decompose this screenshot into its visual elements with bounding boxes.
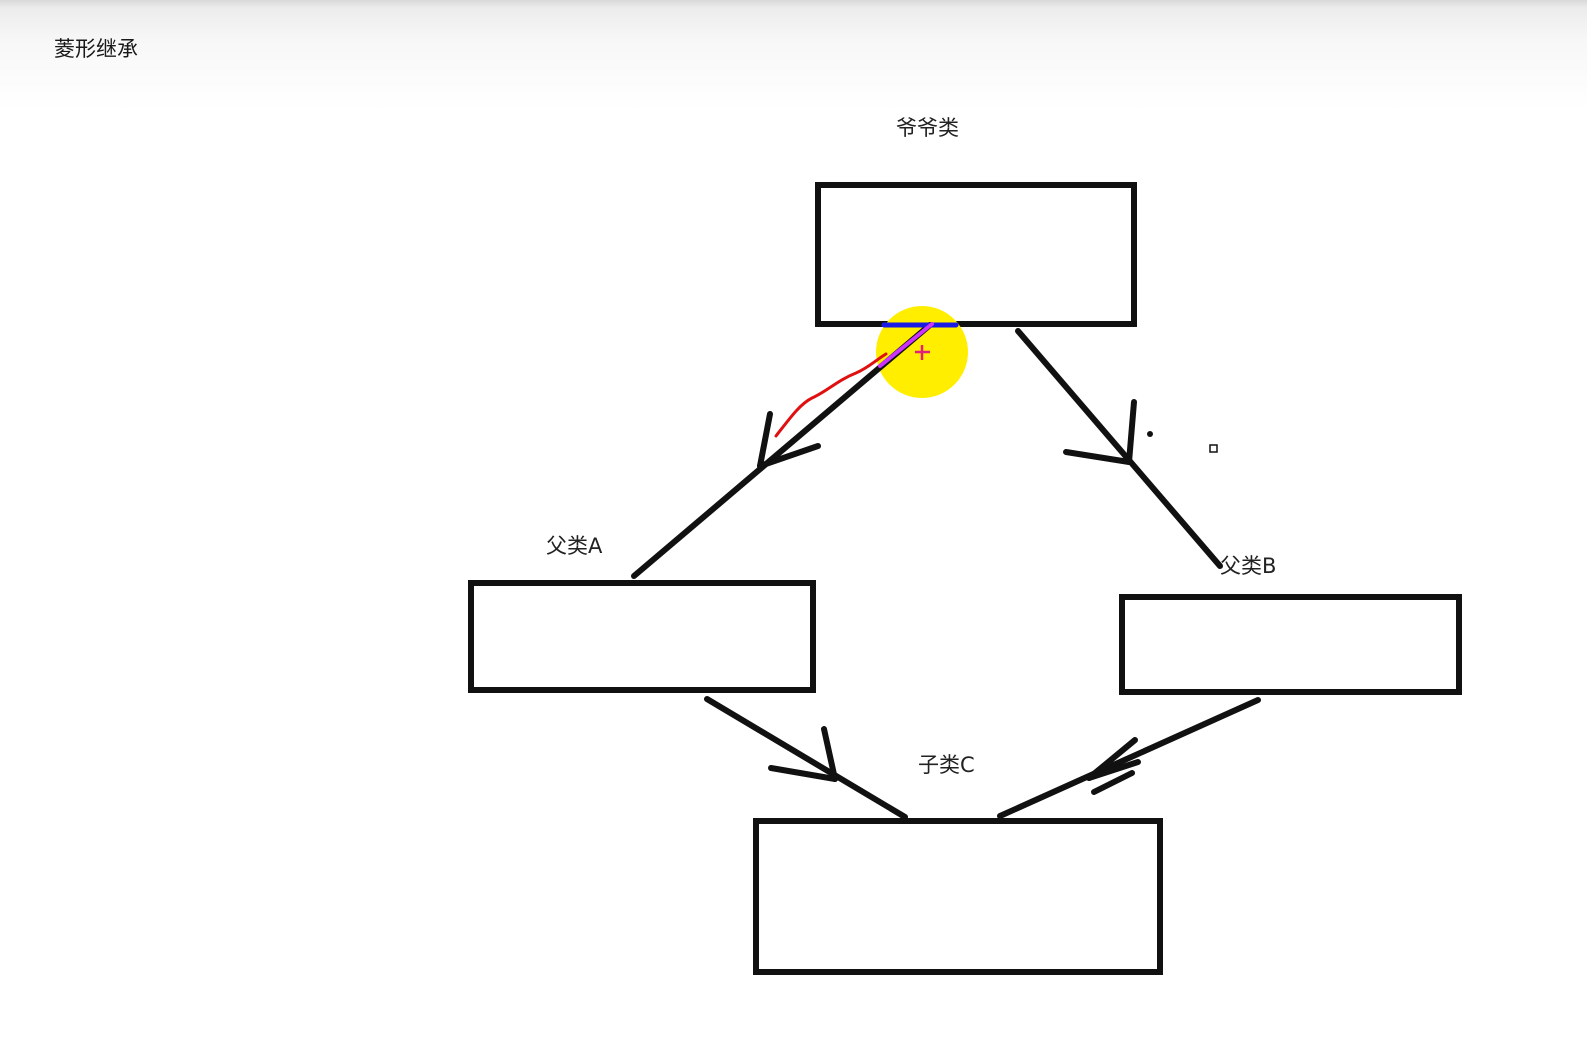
edge-parent-a-to-child-c (704, 696, 908, 820)
node-box-parent-a[interactable] (468, 580, 816, 693)
crosshair-cursor-icon (915, 345, 930, 360)
node-label-parent-a: 父类A (546, 534, 603, 558)
annotation-red-stroke (774, 352, 888, 438)
edge-grandparent-to-parent-b (1015, 328, 1223, 569)
node-label-grandparent: 爷爷类 (896, 116, 959, 140)
edge-parent-b-to-child-c (997, 697, 1261, 819)
node-box-child-c[interactable] (753, 818, 1163, 975)
node-label-child-c: 子类C (918, 753, 975, 777)
stray-dot (1147, 431, 1153, 437)
node-box-parent-b[interactable] (1119, 594, 1462, 695)
annotation-magenta-mark (878, 322, 934, 368)
page-title: 菱形继承 (54, 37, 138, 61)
header-bar (0, 0, 1587, 110)
node-box-grandparent[interactable] (815, 182, 1137, 327)
node-label-parent-b: 父类B (1220, 554, 1276, 578)
stray-square (1209, 444, 1218, 453)
